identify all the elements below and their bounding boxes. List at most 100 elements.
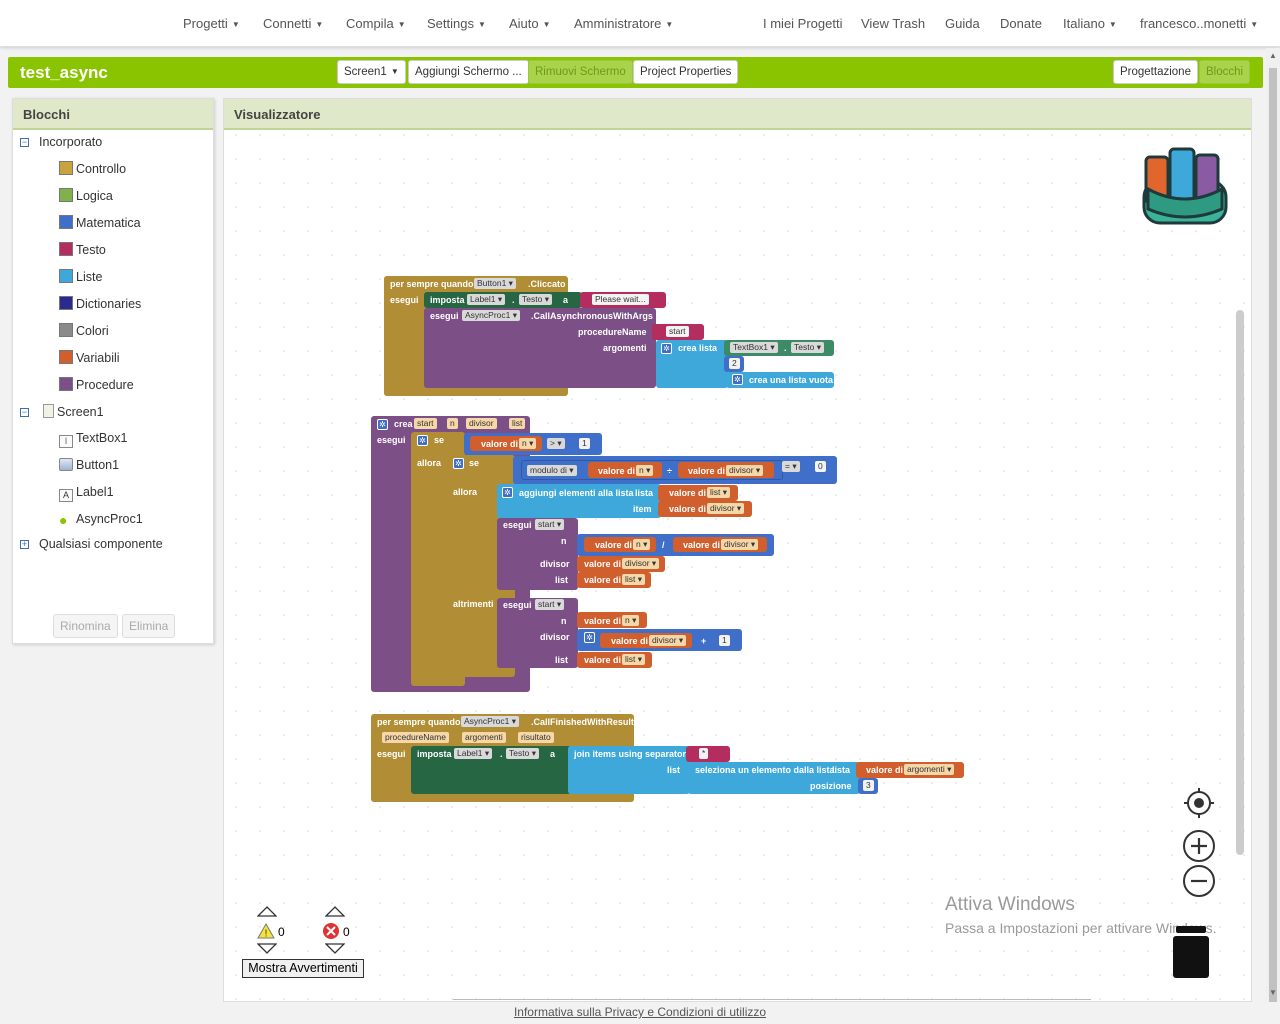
number-value[interactable]: 1: [719, 635, 730, 646]
category-control[interactable]: Controllo: [59, 161, 126, 176]
param-field[interactable]: risultato: [518, 732, 554, 743]
property-dropdown[interactable]: Testo ▾: [519, 294, 552, 305]
link-guide[interactable]: Guida: [945, 16, 980, 31]
number-value[interactable]: 3: [863, 780, 874, 791]
zoom-out-icon[interactable]: [1183, 865, 1215, 897]
tree-any-component[interactable]: +Qualsiasi componente: [20, 537, 163, 551]
param-field[interactable]: argomenti: [462, 732, 506, 743]
text-value[interactable]: *: [699, 748, 709, 759]
collapse-icon[interactable]: −: [20, 407, 29, 417]
variable-dropdown[interactable]: divisor ▾: [726, 465, 764, 476]
category-logic[interactable]: Logica: [59, 188, 113, 203]
math-op-dropdown[interactable]: modulo di ▾: [527, 465, 577, 476]
variable-dropdown[interactable]: n ▾: [633, 539, 651, 550]
workspace-vertical-scrollbar[interactable]: [1236, 310, 1244, 855]
warnings-down-arrow-icon[interactable]: [257, 943, 277, 954]
category-lists[interactable]: Liste: [59, 269, 102, 284]
menu-build[interactable]: Compila▼: [346, 16, 406, 31]
show-warnings-button[interactable]: Mostra Avvertimenti: [242, 959, 364, 978]
param-field[interactable]: procedureName: [382, 732, 449, 743]
variable-dropdown[interactable]: list ▾: [707, 487, 731, 498]
variable-dropdown[interactable]: divisor ▾: [649, 635, 687, 646]
window-scrollbar-thumb[interactable]: [1269, 68, 1277, 1018]
delete-button[interactable]: Elimina: [122, 614, 176, 638]
tree-screen1[interactable]: −Screen1: [20, 404, 104, 419]
component-button1[interactable]: Button1: [59, 458, 119, 472]
variable-dropdown[interactable]: n ▾: [622, 615, 640, 626]
compare-dropdown[interactable]: = ▾: [782, 461, 800, 472]
menu-settings[interactable]: Settings▼: [427, 16, 486, 31]
variable-dropdown[interactable]: argomenti ▾: [904, 764, 955, 775]
variable-dropdown[interactable]: n ▾: [519, 438, 537, 449]
procedure-name-field[interactable]: start: [414, 418, 437, 429]
tree-builtin[interactable]: −Incorporato: [20, 135, 102, 149]
param-field[interactable]: n: [447, 418, 458, 429]
procedure-dropdown[interactable]: start ▾: [535, 519, 565, 530]
errors-up-arrow-icon[interactable]: [325, 906, 345, 917]
menu-admin[interactable]: Amministratore▼: [574, 16, 674, 31]
property-dropdown[interactable]: Testo ▾: [506, 748, 539, 759]
rename-button[interactable]: Rinomina: [53, 614, 118, 638]
link-view-trash[interactable]: View Trash: [861, 16, 926, 31]
mutator-gear-icon[interactable]: ✲: [661, 343, 672, 354]
param-field[interactable]: list: [509, 418, 526, 429]
mutator-gear-icon[interactable]: ✲: [377, 419, 388, 430]
remove-screen-button[interactable]: Rimuovi Schermo: [528, 60, 633, 84]
component-dropdown[interactable]: Button1 ▾: [474, 278, 516, 289]
category-text[interactable]: Testo: [59, 242, 106, 257]
variable-dropdown[interactable]: divisor ▾: [707, 503, 745, 514]
text-value[interactable]: Please wait...: [592, 294, 649, 305]
property-dropdown[interactable]: Testo ▾: [791, 342, 824, 353]
mutator-gear-icon[interactable]: ✲: [584, 632, 595, 643]
text-value[interactable]: start: [666, 326, 689, 337]
number-value[interactable]: 0: [815, 461, 826, 472]
textbox-dropdown[interactable]: TextBox1 ▾: [730, 342, 778, 353]
component-asyncproc1[interactable]: ●AsyncProc1: [59, 512, 143, 527]
procedure-dropdown[interactable]: start ▾: [535, 599, 565, 610]
category-math[interactable]: Matematica: [59, 215, 141, 230]
compare-dropdown[interactable]: > ▾: [547, 438, 565, 449]
mutator-gear-icon[interactable]: ✲: [732, 374, 743, 385]
asyncproc-dropdown[interactable]: AsyncProc1 ▾: [462, 310, 520, 321]
warnings-up-arrow-icon[interactable]: [257, 906, 277, 917]
zoom-in-icon[interactable]: [1183, 830, 1215, 862]
mutator-gear-icon[interactable]: ✲: [453, 458, 464, 469]
category-colors[interactable]: Colori: [59, 323, 109, 338]
screen-select-button[interactable]: Screen1▼: [337, 60, 406, 84]
mutator-gear-icon[interactable]: ✲: [502, 487, 513, 498]
category-dictionaries[interactable]: Dictionaries: [59, 296, 141, 311]
menu-user[interactable]: francesco..monetti▼: [1140, 16, 1259, 31]
variable-dropdown[interactable]: n ▾: [636, 465, 654, 476]
variable-dropdown[interactable]: list ▾: [622, 574, 646, 585]
scroll-up-arrow-icon[interactable]: ▲: [1269, 51, 1277, 60]
label-dropdown[interactable]: Label1 ▾: [454, 748, 493, 759]
add-screen-button[interactable]: Aggiungi Schermo ...: [408, 60, 529, 84]
trash-icon[interactable]: [1170, 924, 1212, 980]
backpack-icon[interactable]: [1140, 143, 1230, 227]
link-donate[interactable]: Donate: [1000, 16, 1042, 31]
variable-dropdown[interactable]: list ▾: [622, 654, 646, 665]
scroll-down-arrow-icon[interactable]: ▼: [1269, 988, 1277, 997]
variable-dropdown[interactable]: divisor ▾: [721, 539, 759, 550]
number-value[interactable]: 2: [729, 358, 740, 369]
param-field[interactable]: divisor: [466, 418, 497, 429]
collapse-icon[interactable]: −: [20, 137, 29, 147]
category-procedures[interactable]: Procedure: [59, 377, 134, 392]
component-dropdown[interactable]: AsyncProc1 ▾: [461, 716, 519, 727]
variable-dropdown[interactable]: divisor ▾: [622, 558, 660, 569]
mutator-gear-icon[interactable]: ✲: [417, 435, 428, 446]
menu-help[interactable]: Aiuto▼: [509, 16, 551, 31]
menu-connect[interactable]: Connetti▼: [263, 16, 324, 31]
recenter-icon[interactable]: [1183, 787, 1215, 819]
errors-down-arrow-icon[interactable]: [325, 943, 345, 954]
number-value[interactable]: 1: [579, 438, 590, 449]
blocks-button[interactable]: Blocchi: [1199, 60, 1251, 84]
project-properties-button[interactable]: Project Properties: [633, 60, 739, 84]
category-variables[interactable]: Variabili: [59, 350, 120, 365]
label-dropdown[interactable]: Label1 ▾: [467, 294, 506, 305]
menu-language[interactable]: Italiano▼: [1063, 16, 1117, 31]
window-scrollbar[interactable]: [1266, 48, 1280, 1018]
privacy-link[interactable]: Informativa sulla Privacy e Condizioni d…: [513, 1005, 767, 1019]
